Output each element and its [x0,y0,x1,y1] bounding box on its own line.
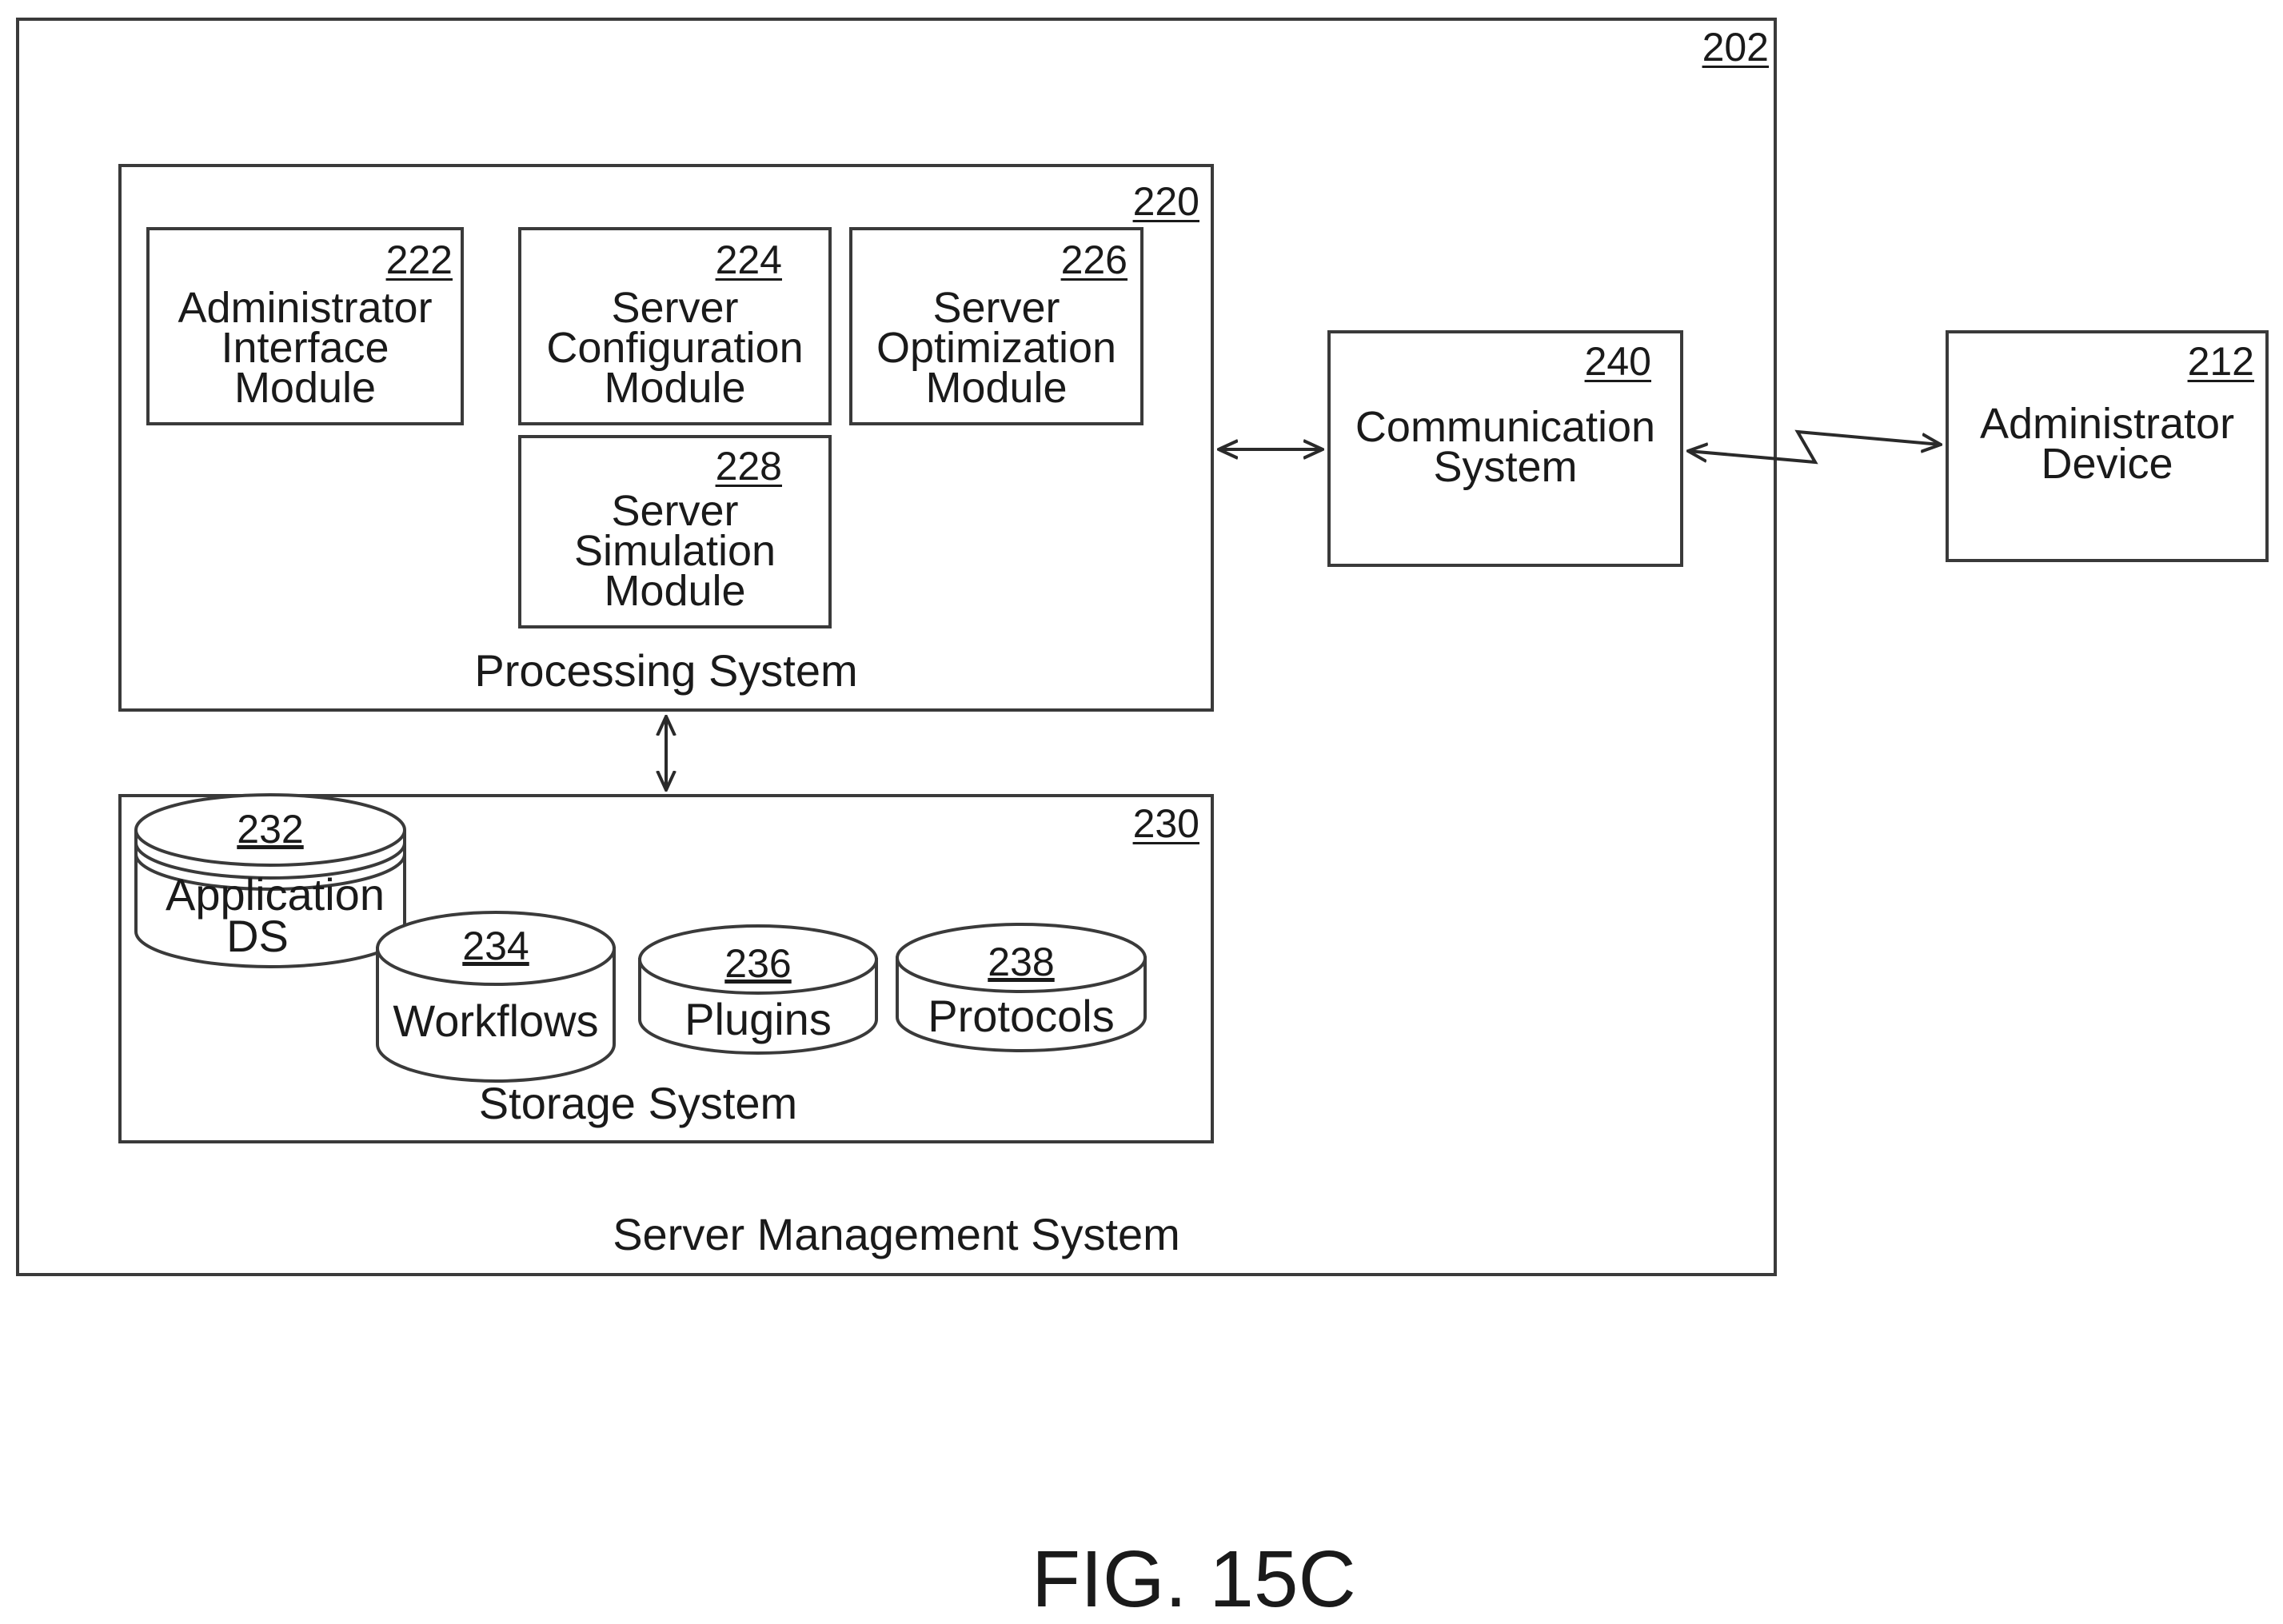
ref-240: 240 [1585,341,1651,381]
module-label: Server Simulation Module [521,491,828,611]
server-management-label: Server Management System [19,1212,1774,1257]
storage-system-box: 230 Storage System [118,794,1214,1143]
ref-230: 230 [1133,804,1199,844]
administrator-device-box: 212 Administrator Device [1946,330,2269,562]
module-label: Server Optimization Module [852,288,1140,408]
ref-226: 226 [1061,240,1128,280]
server-optimization-module: 226 Server Optimization Module [849,227,1143,425]
ref-202: 202 [1702,27,1769,67]
processing-system-label: Processing System [122,648,1211,693]
administrator-device-label: Administrator Device [1949,404,2265,484]
ref-212: 212 [2188,341,2254,381]
server-configuration-module: 224 Server Configuration Module [518,227,832,425]
communication-system-box: 240 Communication System [1327,330,1683,567]
figure-label: FIG. 15C [1032,1539,1356,1619]
module-label: Administrator Interface Module [150,288,461,408]
ref-222: 222 [386,240,453,280]
server-simulation-module: 228 Server Simulation Module [518,435,832,628]
ref-228: 228 [716,446,782,486]
ref-224: 224 [716,240,782,280]
module-label: Server Configuration Module [521,288,828,408]
storage-system-label: Storage System [66,1081,1211,1126]
communication-system-label: Communication System [1331,407,1680,487]
ref-220: 220 [1133,182,1199,221]
administrator-interface-module: 222 Administrator Interface Module [146,227,464,425]
